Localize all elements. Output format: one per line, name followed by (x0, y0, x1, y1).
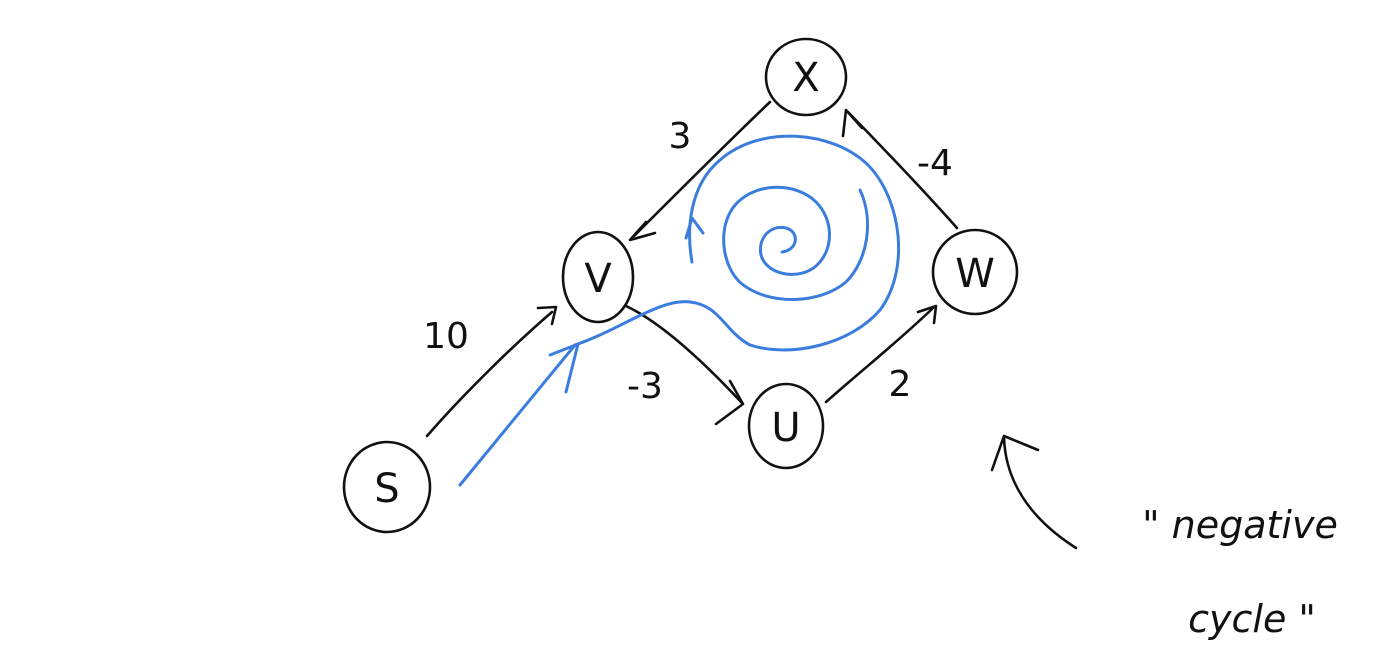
edge-v-u-weight: -3 (627, 366, 663, 407)
negative-cycle-annotation: " negative cycle " (990, 434, 1338, 641)
node-s: S (342, 440, 432, 534)
node-v: V (561, 230, 635, 324)
node-u: U (747, 382, 825, 470)
edge-s-v: 10 (423, 305, 558, 438)
blue-cycle-arrowhead (684, 216, 705, 240)
edge-u-w-weight: 2 (889, 364, 912, 405)
edge-x-v-weight: 3 (669, 116, 692, 157)
highlight-path (458, 134, 901, 487)
annotation-arrowhead (990, 434, 1040, 472)
edge-w-x-weight: -4 (917, 143, 953, 184)
annotation-arrow (1002, 436, 1078, 550)
node-x-label: X (792, 55, 819, 101)
node-u-label: U (771, 405, 800, 451)
node-x: X (764, 37, 848, 117)
blue-path-line (458, 134, 901, 487)
edge-s-v-weight: 10 (423, 316, 469, 357)
node-w-label: W (955, 251, 995, 297)
edge-w-x: -4 (841, 108, 959, 230)
node-w: W (931, 228, 1019, 316)
node-v-label: V (584, 256, 612, 302)
node-s-label: S (374, 466, 399, 512)
blue-arrowhead (548, 342, 580, 394)
annotation-line-2: cycle " (1188, 597, 1316, 641)
edge-x-v: 3 (628, 100, 772, 242)
blue-spiral (722, 185, 870, 301)
annotation-line-1: " negative (1142, 503, 1338, 547)
edge-v-u: -3 (624, 304, 745, 426)
edge-u-w: 2 (824, 304, 938, 405)
